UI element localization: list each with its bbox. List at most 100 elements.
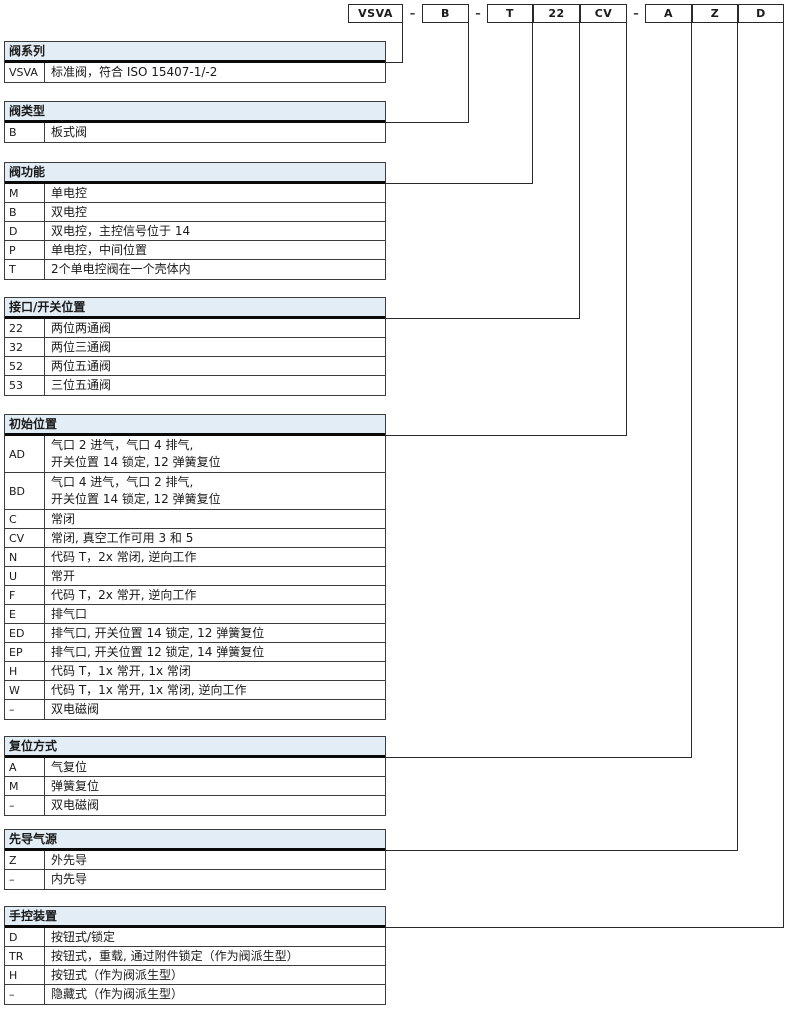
code-separator: – xyxy=(633,7,639,20)
table-row: B 板式阀 xyxy=(5,123,385,142)
code-cell: VSVA xyxy=(5,63,45,82)
description-cell: 常闭, 真空工作可用 3 和 5 xyxy=(51,530,194,545)
table-row: P 单电控，中间位置 xyxy=(5,241,385,260)
table-row: EP 排气口, 开关位置 12 锁定, 14 弹簧复位 xyxy=(5,643,385,662)
connector-vertical-ports-switching-positions xyxy=(578,23,580,319)
description-cell: 气口 2 进气，气口 4 排气, 开关位置 14 锁定, 12 弹簧复位 xyxy=(51,438,221,469)
description-cell: 两位五通阀 xyxy=(51,358,112,373)
table-row: B 双电控 xyxy=(5,203,385,222)
table-row: C 常闭 xyxy=(5,510,385,529)
code-cell: EP xyxy=(5,643,45,661)
connector-horizontal-valve-series xyxy=(385,61,403,63)
table-row: D 按钮式/锁定 xyxy=(5,928,385,947)
description-cell: 常开 xyxy=(51,568,76,583)
code-cell: H xyxy=(5,966,45,984)
code-cell: M xyxy=(5,777,45,795)
code-box-CV: CV xyxy=(580,4,627,23)
description-cell: 代码 T，2x 常闭, 逆向工作 xyxy=(51,549,197,564)
description-cell: 单电控 xyxy=(51,185,88,200)
description-cell: 排气口, 开关位置 14 锁定, 12 弹簧复位 xyxy=(51,625,265,640)
code-cell: Z xyxy=(5,851,45,869)
code-cell: TR xyxy=(5,947,45,965)
description-cell: 按钮式（作为阀派生型） xyxy=(51,967,184,982)
description-cell: 按钮式/锁定 xyxy=(51,929,116,944)
code-cell: B xyxy=(5,123,45,142)
description-cell: 单电控，中间位置 xyxy=(51,242,148,257)
description-cell: 两位三通阀 xyxy=(51,339,112,354)
description-cell: 外先导 xyxy=(51,852,88,867)
table-row: CV 常闭, 真空工作可用 3 和 5 xyxy=(5,529,385,548)
description-cell: 双电磁阀 xyxy=(51,798,100,812)
description-cell: 排气口 xyxy=(51,606,88,621)
code-cell: P xyxy=(5,241,45,259)
code-cell: 32 xyxy=(5,338,45,356)
code-box-B: B xyxy=(422,4,469,23)
section-title: 先导气源 xyxy=(5,830,385,851)
code-cell: N xyxy=(5,548,45,566)
connector-horizontal-pilot-air-supply xyxy=(385,849,738,851)
code-box-A: A xyxy=(645,4,692,23)
description-cell: 气口 4 进气，气口 2 排气, 开关位置 14 锁定, 12 弹簧复位 xyxy=(51,475,221,506)
table-row: Z 外先导 xyxy=(5,851,385,870)
code-cell: CV xyxy=(5,529,45,547)
code-cell: BD xyxy=(5,473,45,509)
connector-vertical-pilot-air-supply xyxy=(736,23,738,851)
code-box-22: 22 xyxy=(533,4,580,23)
code-box-T: T xyxy=(487,4,533,23)
table-row: H 按钮式（作为阀派生型） xyxy=(5,966,385,985)
table-row: –内先导 xyxy=(5,870,385,889)
code-cell: 22 xyxy=(5,319,45,337)
description-cell: 常闭 xyxy=(51,511,76,526)
connector-horizontal-reset-method xyxy=(385,756,692,758)
code-cell: D xyxy=(5,222,45,240)
description-cell: 内先导 xyxy=(51,872,88,886)
code-cell: A xyxy=(5,758,45,776)
code-cell: W xyxy=(5,681,45,699)
description-cell: 排气口, 开关位置 12 锁定, 14 弹簧复位 xyxy=(51,644,265,659)
description-cell: 板式阀 xyxy=(51,125,88,139)
description-cell: 双电磁阀 xyxy=(51,702,100,716)
section-title: 初始位置 xyxy=(5,415,385,436)
description-cell: 三位五通阀 xyxy=(51,378,112,392)
code-separator: – xyxy=(409,7,416,20)
connector-horizontal-valve-function xyxy=(385,182,533,184)
description-cell: 代码 T，1x 常开, 1x 常闭 xyxy=(51,663,191,678)
code-cell: F xyxy=(5,586,45,604)
code-cell: 53 xyxy=(5,376,45,395)
code-cell: C xyxy=(5,510,45,528)
code-cell: D xyxy=(5,928,45,946)
description-cell: 标准阀，符合 ISO 15407-1/-2 xyxy=(51,65,218,79)
description-cell: 代码 T，1x 常开, 1x 常闭, 逆向工作 xyxy=(51,682,247,697)
connector-horizontal-ports-switching-positions xyxy=(385,317,580,319)
code-box-VSVA: VSVA xyxy=(348,4,403,23)
code-cell: – xyxy=(5,700,45,719)
table-row: TR 按钮式，重载, 通过附件锁定（作为阀派生型） xyxy=(5,947,385,966)
connector-vertical-valve-series xyxy=(401,23,403,63)
section-title: 阀功能 xyxy=(5,163,385,184)
description-cell: 按钮式，重载, 通过附件锁定（作为阀派生型） xyxy=(51,948,299,963)
code-cell: E xyxy=(5,605,45,623)
table-row: N 代码 T，2x 常闭, 逆向工作 xyxy=(5,548,385,567)
code-cell: – xyxy=(5,870,45,889)
connector-vertical-manual-override xyxy=(782,23,784,928)
description-cell: 双电控 xyxy=(51,204,88,219)
code-cell: 52 xyxy=(5,357,45,375)
section-title: 阀系列 xyxy=(5,42,385,63)
connector-horizontal-initial-position xyxy=(385,434,627,436)
connector-horizontal-valve-type xyxy=(385,121,469,123)
code-cell: – xyxy=(5,796,45,815)
table-row: W 代码 T，1x 常开, 1x 常闭, 逆向工作 xyxy=(5,681,385,700)
code-cell: B xyxy=(5,203,45,221)
description-cell: 隐藏式（作为阀派生型） xyxy=(51,987,184,1001)
table-row: 52 两位五通阀 xyxy=(5,357,385,376)
code-box-D: D xyxy=(738,4,784,23)
